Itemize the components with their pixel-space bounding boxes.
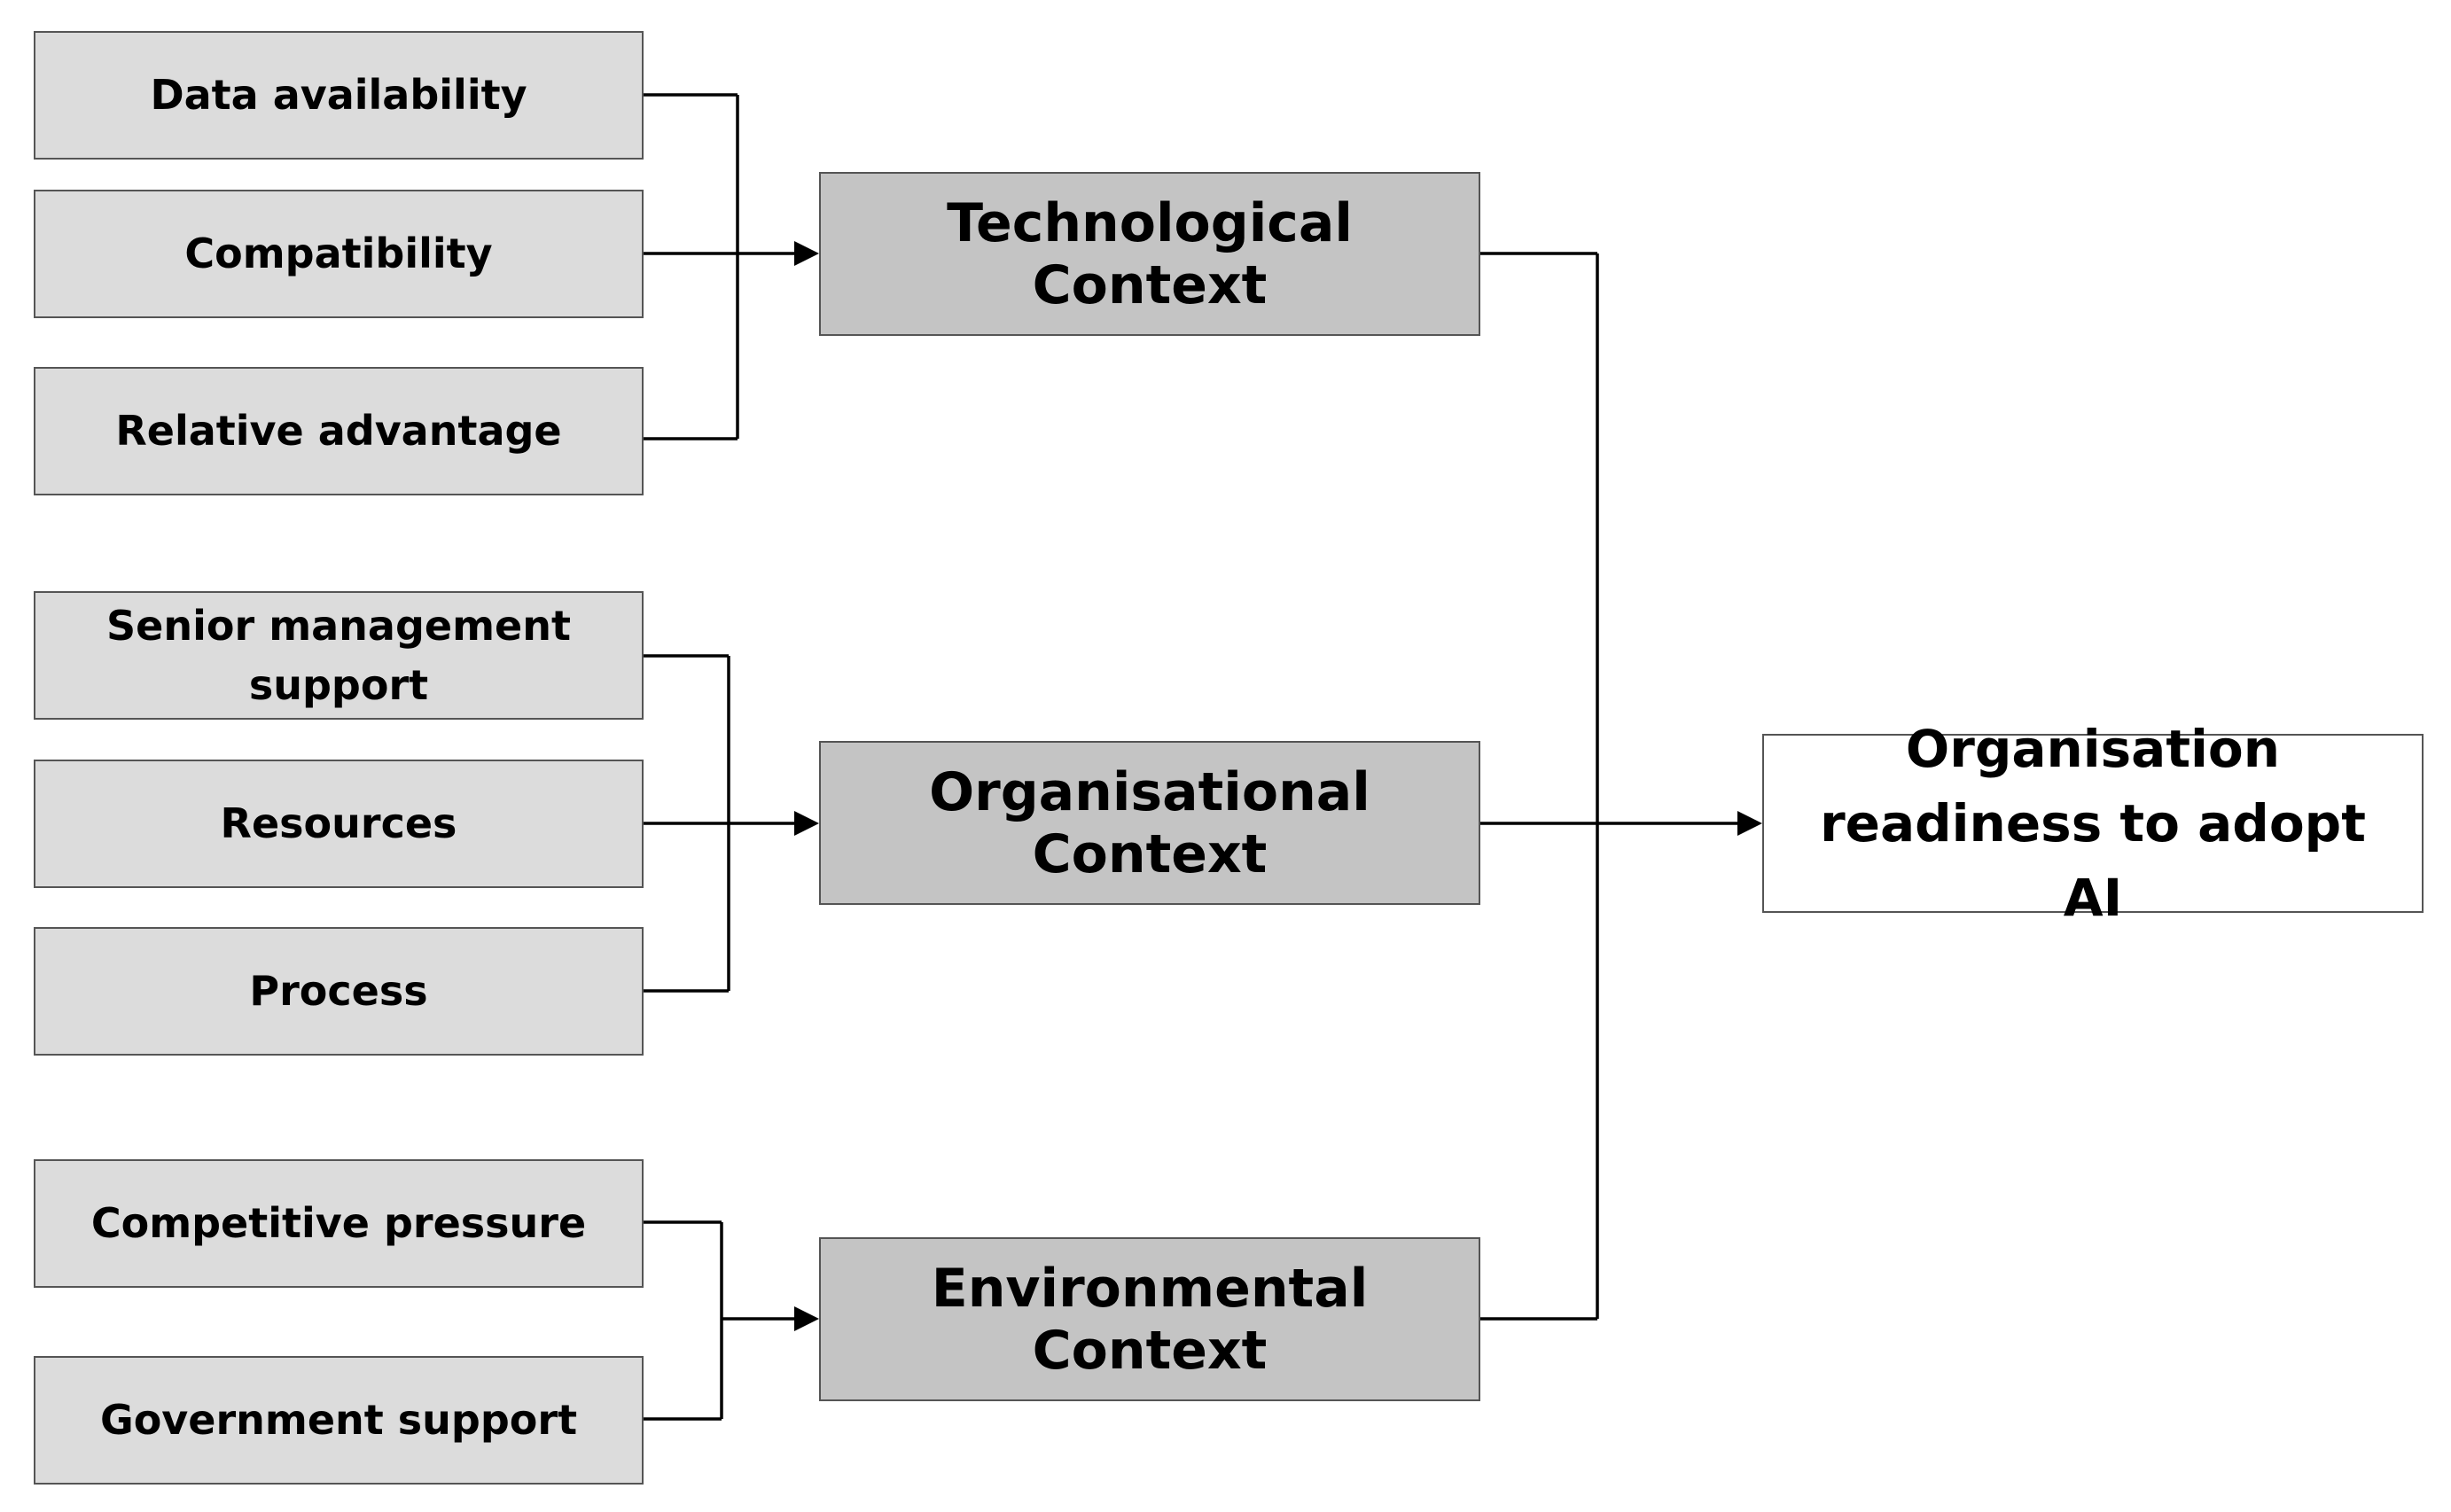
factor-competitive-pressure: Competitive pressure: [34, 1159, 644, 1288]
context-organisational: Organisational Context: [819, 741, 1480, 905]
context-environmental: Environmental Context: [819, 1237, 1480, 1401]
factor-label: Compatibility: [184, 230, 493, 278]
factor-label: Relative advantage: [115, 407, 562, 456]
factor-senior-management-support: Senior management support: [34, 591, 644, 720]
factor-label: Data availability: [150, 71, 527, 120]
arrowhead-environmental: [794, 1306, 819, 1331]
arrowhead-outcome: [1737, 811, 1762, 836]
factor-compatibility: Compatibility: [34, 190, 644, 318]
context-technological: Technological Context: [819, 172, 1480, 336]
factor-process: Process: [34, 927, 644, 1056]
factor-government-support: Government support: [34, 1356, 644, 1485]
arrowhead-organisational: [794, 811, 819, 836]
outcome-readiness: Organisation readiness to adopt AI: [1762, 719, 2424, 928]
arrowhead-technological: [794, 241, 819, 266]
factor-label: Process: [249, 967, 428, 1016]
factor-label: Government support: [99, 1396, 578, 1445]
context-label: Organisational Context: [929, 760, 1370, 885]
context-label: Technological Context: [947, 191, 1353, 316]
factor-label: Senior management support: [106, 601, 571, 709]
factor-relative-advantage: Relative advantage: [34, 367, 644, 495]
factor-resources: Resources: [34, 760, 644, 888]
factor-label: Resources: [220, 799, 457, 848]
factor-data-availability: Data availability: [34, 31, 644, 160]
context-label: Environmental Context: [931, 1257, 1369, 1382]
factor-label: Competitive pressure: [90, 1199, 587, 1248]
outcome-label: Organisation readiness to adopt AI: [1820, 718, 2366, 929]
